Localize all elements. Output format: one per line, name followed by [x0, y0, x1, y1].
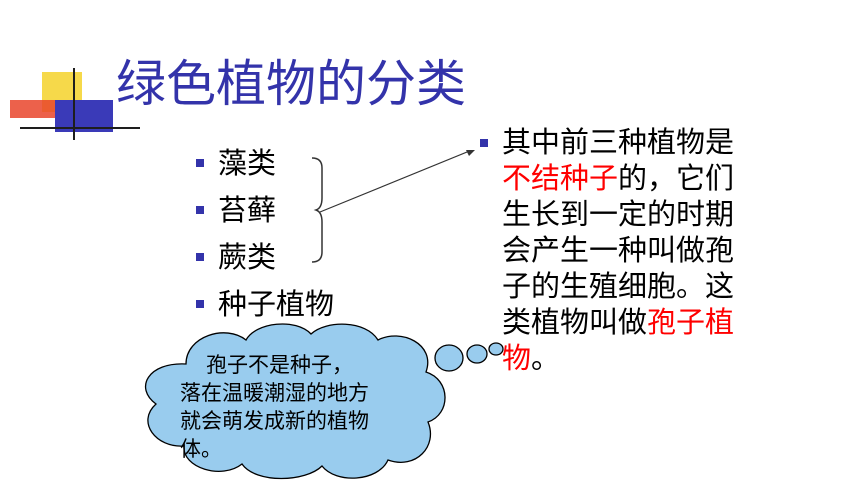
list-item-label: 藻类 [218, 146, 277, 180]
brace-arrow [311, 150, 475, 263]
page-title: 绿色植物的分类 [116, 55, 466, 113]
plant-category-list: 藻类 苔藓 蕨类 种子植物 [194, 146, 334, 334]
bullet-icon [480, 139, 488, 147]
list-item: 蕨类 [194, 240, 334, 287]
list-item: 种子植物 [194, 287, 334, 334]
list-item: 苔藓 [194, 193, 334, 240]
cloud-text: 孢子不是种子，落在温暖潮湿的地方就会萌发成新的植物体。 [180, 353, 369, 461]
list-item-label: 种子植物 [218, 287, 335, 321]
paragraph-text: 其中前三种植物是不结种子的，它们生长到一定的时期会产生一种叫做孢子的生殖细胞。这… [502, 124, 742, 376]
paragraph-part: 其中前三种植物是 [502, 125, 735, 159]
list-item-label: 蕨类 [218, 240, 277, 274]
list-item: 藻类 [194, 146, 334, 193]
bullet-icon [196, 206, 204, 214]
corner-decoration [10, 68, 140, 140]
highlight-spore-plants: 孢子植物 [502, 305, 735, 375]
paragraph-part: 。 [531, 341, 561, 375]
list-item-label: 苔藓 [218, 193, 277, 227]
bullet-icon [196, 253, 204, 261]
description-paragraph: 其中前三种植物是不结种子的，它们生长到一定的时期会产生一种叫做孢子的生殖细胞。这… [480, 124, 760, 376]
thought-cloud [144, 323, 504, 480]
paragraph-part: 的，它们生长到一定的时期会产生一种叫做孢子的生殖细胞。这类植物叫做 [502, 161, 735, 339]
highlight-no-seeds: 不结种子 [502, 161, 619, 195]
bullet-icon [196, 300, 204, 308]
bullet-icon [196, 159, 204, 167]
